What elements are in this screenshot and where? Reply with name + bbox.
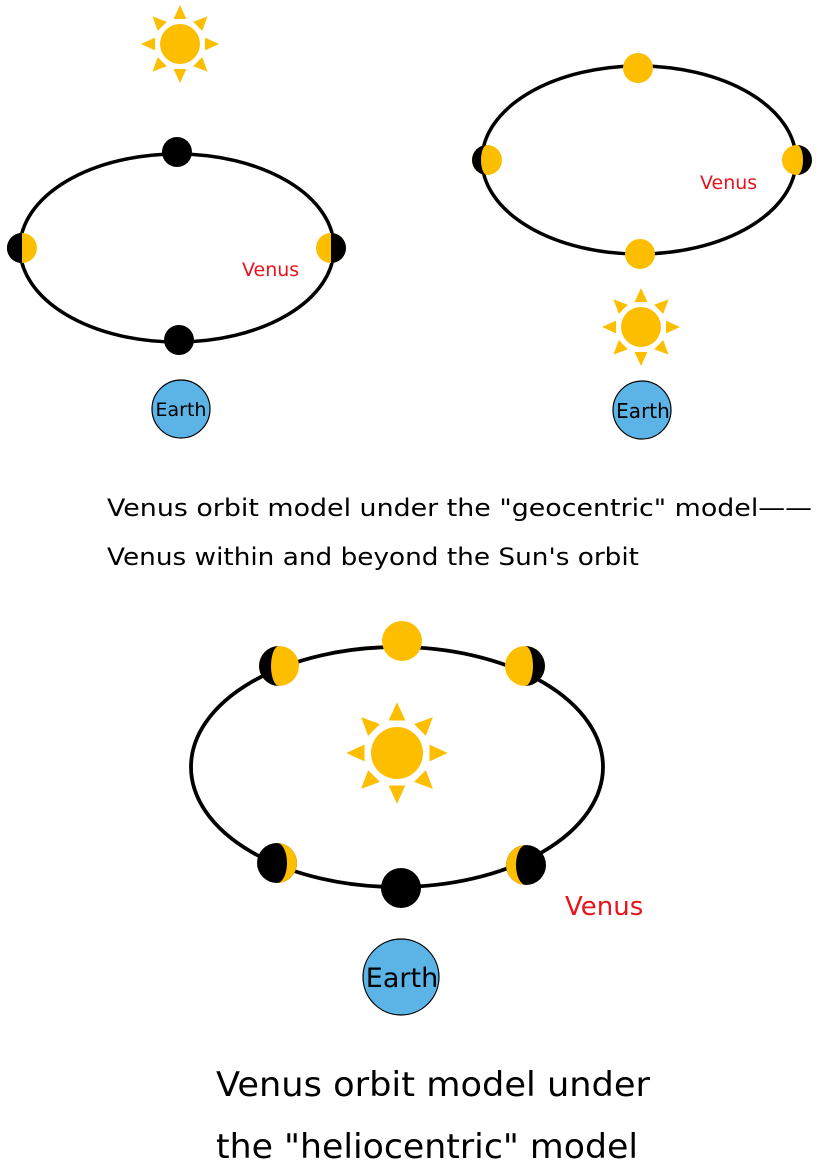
venus-label: Venus (565, 892, 643, 922)
sun-ray (173, 69, 187, 83)
sun-ray (634, 288, 648, 302)
sun-icon (602, 288, 680, 366)
venus-full-bottom-icon (625, 239, 655, 269)
venus-new-bottom-icon (164, 325, 194, 355)
geocentric-inner-panel: Venus Earth (7, 5, 346, 439)
sun-ray (429, 744, 448, 762)
sun-ray (346, 744, 365, 762)
earth-label: Earth (366, 963, 438, 994)
venus-gibbous-topleft-icon (259, 646, 299, 686)
sun-ray (152, 16, 167, 31)
venus-new-top-icon (162, 137, 192, 167)
sun-ray (654, 299, 669, 314)
caption-line-2: the "heliocentric" model (216, 1127, 638, 1167)
sun-disc (621, 307, 661, 347)
sun-ray (141, 37, 155, 51)
earth-icon: Earth (612, 380, 672, 440)
venus-left-phase-icon (472, 145, 502, 175)
venus-orbit (18, 152, 336, 344)
sun-ray (361, 717, 380, 736)
sun-ray (193, 16, 208, 31)
sun-disc (371, 727, 423, 779)
geocentric-caption: Venus orbit model under the "geocentric"… (107, 494, 812, 571)
sun-ray (634, 352, 648, 366)
venus-right-phase-icon (316, 233, 346, 263)
sun-ray (205, 37, 219, 51)
sun-ray (361, 770, 380, 789)
venus-full-top-icon (382, 621, 422, 661)
earth-icon: Earth (151, 379, 211, 439)
caption-line-1: Venus orbit model under (216, 1065, 650, 1105)
venus-left-phase-icon (7, 233, 37, 263)
sun-ray (152, 57, 167, 72)
venus-new-bottom-icon (381, 868, 421, 908)
caption-line-2: Venus within and beyond the Sun's orbit (107, 543, 639, 571)
venus-full-top-icon (623, 53, 653, 83)
venus-crescent-bottomleft-icon (257, 843, 297, 883)
sun-ray (666, 320, 680, 334)
earth-label: Earth (616, 399, 670, 423)
earth-icon: Earth (362, 938, 440, 1016)
sun-ray (414, 717, 433, 736)
sun-ray (654, 340, 669, 355)
sun-ray (193, 57, 208, 72)
sun-ray (388, 785, 406, 804)
sun-ray (602, 320, 616, 334)
sun-disc (160, 24, 200, 64)
venus-label: Venus (700, 172, 757, 194)
sun-ray (613, 299, 628, 314)
heliocentric-caption: Venus orbit model under the "heliocentri… (216, 1065, 650, 1167)
caption-line-1: Venus orbit model under the "geocentric"… (107, 494, 812, 522)
sun-ray (388, 702, 406, 721)
sun-ray (414, 770, 433, 789)
sun-ray (613, 340, 628, 355)
venus-orbit (480, 64, 798, 256)
venus-label: Venus (242, 259, 299, 281)
sun-icon (346, 702, 448, 804)
geocentric-outer-panel: Venus Earth (472, 53, 812, 440)
sun-ray (173, 5, 187, 19)
venus-crescent-bottomright-icon (506, 845, 546, 885)
venus-gibbous-topright-icon (505, 646, 545, 686)
venus-right-phase-icon (782, 145, 812, 175)
sun-icon (141, 5, 219, 83)
earth-label: Earth (156, 399, 207, 421)
heliocentric-panel: Venus Earth Venus orbit model under the … (189, 621, 650, 1167)
